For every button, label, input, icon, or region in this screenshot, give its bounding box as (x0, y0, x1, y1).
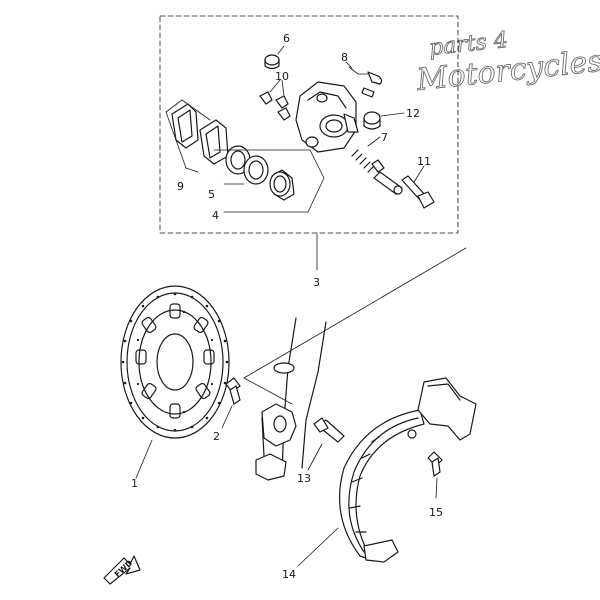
leader-3 (243, 233, 467, 405)
callout-1: 1 (131, 477, 138, 490)
callout-2: 2 (213, 430, 220, 443)
part-5-piston-seals (225, 145, 269, 185)
disc-drill-holes (121, 292, 229, 432)
callout-14: 14 (282, 568, 296, 581)
callout-15: 15 (429, 506, 443, 519)
callout-5: 5 (208, 188, 215, 201)
part-11-bolt (401, 165, 435, 209)
seal-piston-reference-lines (213, 149, 325, 213)
slide-pin (373, 171, 403, 195)
callout-6: 6 (283, 32, 290, 45)
caliper-assembly-box (159, 15, 459, 234)
watermark-logo: parts 4 Motorcycles (414, 27, 600, 98)
part-4-piston (269, 169, 295, 201)
callout-11: 11 (417, 155, 431, 168)
part-6-bleed-cap (264, 45, 285, 70)
part-2-disc-bolt (221, 377, 241, 429)
callout-numbers: 1 2 3 4 5 6 7 8 9 10 11 12 13 14 15 (131, 32, 443, 581)
callout-8: 8 (341, 51, 348, 64)
part-8-bleed-screw (345, 61, 383, 98)
part-9-brake-pads (165, 99, 229, 173)
callout-9: 9 (177, 180, 184, 193)
fork-leg (255, 317, 327, 481)
part-15-cover-bolt (427, 451, 443, 499)
callout-12: 12 (406, 107, 420, 120)
part-10-pad-clips (259, 79, 291, 121)
callout-3: 3 (313, 276, 320, 289)
disc-vent-slots (135, 303, 215, 419)
part-14-disc-cover (297, 377, 477, 567)
part-1-brake-disc (120, 285, 230, 479)
part-7-spring-bushing (351, 136, 385, 173)
callout-4: 4 (212, 209, 219, 222)
callout-10: 10 (275, 70, 289, 83)
part-12-cap (363, 111, 405, 130)
caliper-body (295, 81, 359, 153)
callout-7: 7 (381, 131, 388, 144)
fwd-arrow-icon: FWD (103, 555, 141, 585)
part-13-caliper-bolt (307, 417, 345, 471)
callout-13: 13 (297, 472, 311, 485)
